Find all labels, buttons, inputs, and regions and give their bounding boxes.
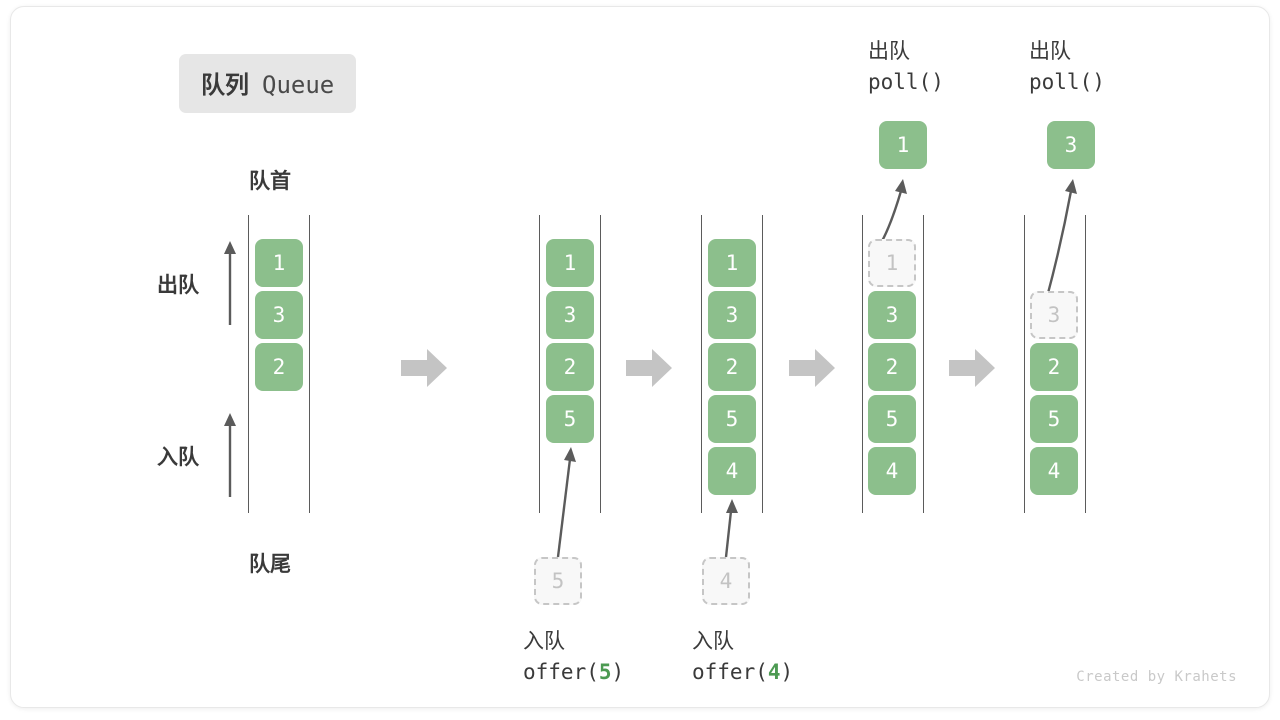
operation-code: poll() [1029,70,1105,95]
title-en: Queue [262,71,335,99]
operation-label-offer-4: 入队 offer(4) [692,627,793,688]
rail-right-col2 [600,215,601,513]
enqueue-motion-arrow-icon [724,499,738,558]
queue-cell: 2 [868,343,916,391]
credit-text: Created by Krahets [1076,669,1237,685]
step-arrow-icon [401,349,447,387]
queue-cell: 2 [1030,343,1078,391]
enqueue-direction-label: 入队 [157,446,199,469]
queue-cell: 1 [546,239,594,287]
queue-cell-new: 4 [708,447,756,495]
operation-cn: 出队 [868,40,910,63]
rail-left-col3 [701,215,702,513]
queue-cell: 1 [255,239,303,287]
operation-label-offer-5: 入队 offer(5) [523,627,624,688]
step-arrow-icon [789,349,835,387]
rail-right-col5 [1085,215,1086,513]
rail-right-col3 [762,215,763,513]
diagram-card: 队列 Queue 队首 队尾 1 3 2 出队 入队 1 3 2 5 5 入队 … [10,6,1270,708]
operation-cn: 入队 [523,630,565,653]
queue-cell: 4 [868,447,916,495]
queue-cell: 5 [708,395,756,443]
diagram-title-badge: 队列 Queue [179,54,357,113]
step-arrow-icon [949,349,995,387]
queue-cell: 3 [708,291,756,339]
enqueue-direction-arrow-icon [224,413,236,497]
outgoing-cell: 1 [879,121,927,169]
dequeue-motion-arrow-icon [879,179,907,244]
title-cn: 队列 [201,72,249,99]
queue-cell: 5 [1030,395,1078,443]
operation-label-poll-3: 出队 poll() [1029,37,1105,98]
queue-cell: 3 [546,291,594,339]
queue-cell: 4 [1030,447,1078,495]
queue-cell-removed: 1 [868,239,916,287]
rail-right-col1 [309,215,310,513]
incoming-ghost-cell: 5 [534,557,582,605]
operation-code: poll() [868,70,944,95]
queue-cell-removed: 3 [1030,291,1078,339]
rail-left-col2 [539,215,540,513]
queue-cell: 3 [868,291,916,339]
dequeue-direction-label: 出队 [157,274,199,297]
operation-cn: 出队 [1029,40,1071,63]
queue-cell: 2 [255,343,303,391]
operation-cn: 入队 [692,630,734,653]
rail-left-col1 [248,215,249,513]
queue-cell-new: 5 [546,395,594,443]
rail-left-col5 [1024,215,1025,513]
queue-cell: 5 [868,395,916,443]
dequeue-direction-arrow-icon [224,241,236,325]
dequeue-motion-arrow-icon [1045,179,1077,298]
incoming-ghost-cell: 4 [702,557,750,605]
queue-cell: 2 [546,343,594,391]
operation-label-poll-1: 出队 poll() [868,37,944,98]
operation-code: offer(5) [523,660,625,685]
rail-right-col4 [923,215,924,513]
queue-head-label: 队首 [249,170,291,193]
queue-cell: 2 [708,343,756,391]
step-arrow-icon [626,349,672,387]
queue-cell: 1 [708,239,756,287]
operation-code: offer(4) [692,660,794,685]
queue-cell: 3 [255,291,303,339]
outgoing-cell: 3 [1047,121,1095,169]
enqueue-motion-arrow-icon [556,447,576,558]
queue-tail-label: 队尾 [249,553,291,576]
rail-left-col4 [862,215,863,513]
